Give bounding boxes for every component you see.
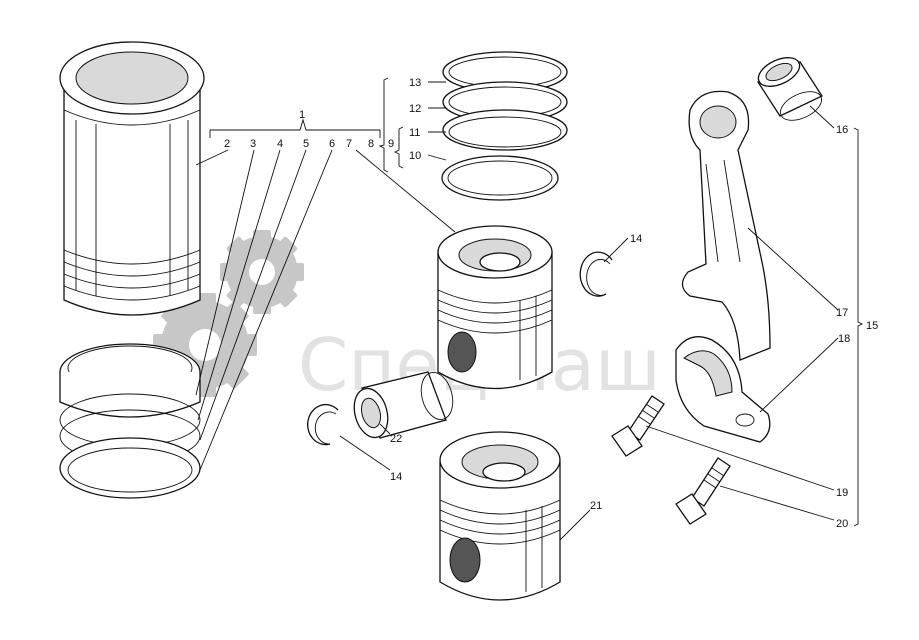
piston-pin [353,371,454,439]
callout-15: 15 [866,320,878,332]
retaining-ring-right [579,251,613,297]
callout-20: 20 [836,518,848,530]
callout-22: 22 [390,433,402,445]
callout-11: 11 [409,127,420,139]
piston-rings-set [441,51,568,201]
rod-bolt-20 [675,457,731,525]
cylinder-liner [59,41,205,316]
callout-13: 13 [409,77,421,89]
rod-bolt-19 [611,395,665,457]
callout-4: 4 [277,138,283,150]
callout-19: 19 [836,487,848,499]
piston [437,225,553,390]
rod-cap [675,336,771,443]
callout-9: 9 [388,138,394,150]
callout-3: 3 [250,138,256,150]
callout-12: 12 [409,103,421,115]
leader-lines [195,77,864,541]
callout-14-right: 14 [630,233,642,245]
callout-21: 21 [590,500,602,512]
connecting-rod [681,90,771,361]
spare-piston [439,431,561,601]
callout-10: 10 [409,150,421,162]
callout-8: 8 [368,138,374,150]
connecting-rod-bushing [757,57,823,121]
callout-14-left: 14 [390,471,402,483]
callout-1: 1 [299,109,305,121]
liner-seal-rings [59,343,201,499]
callout-5: 5 [303,138,309,150]
callout-6: 6 [329,138,335,150]
callout-18: 18 [838,333,850,345]
callout-16: 16 [836,124,848,136]
retaining-ring-left [307,403,339,446]
callout-2: 2 [224,138,230,150]
callout-17: 17 [836,307,848,319]
callout-labels: 1 2 3 4 5 6 7 8 9 10 11 12 13 14 14 15 1… [224,77,878,530]
callout-7: 7 [346,138,352,150]
